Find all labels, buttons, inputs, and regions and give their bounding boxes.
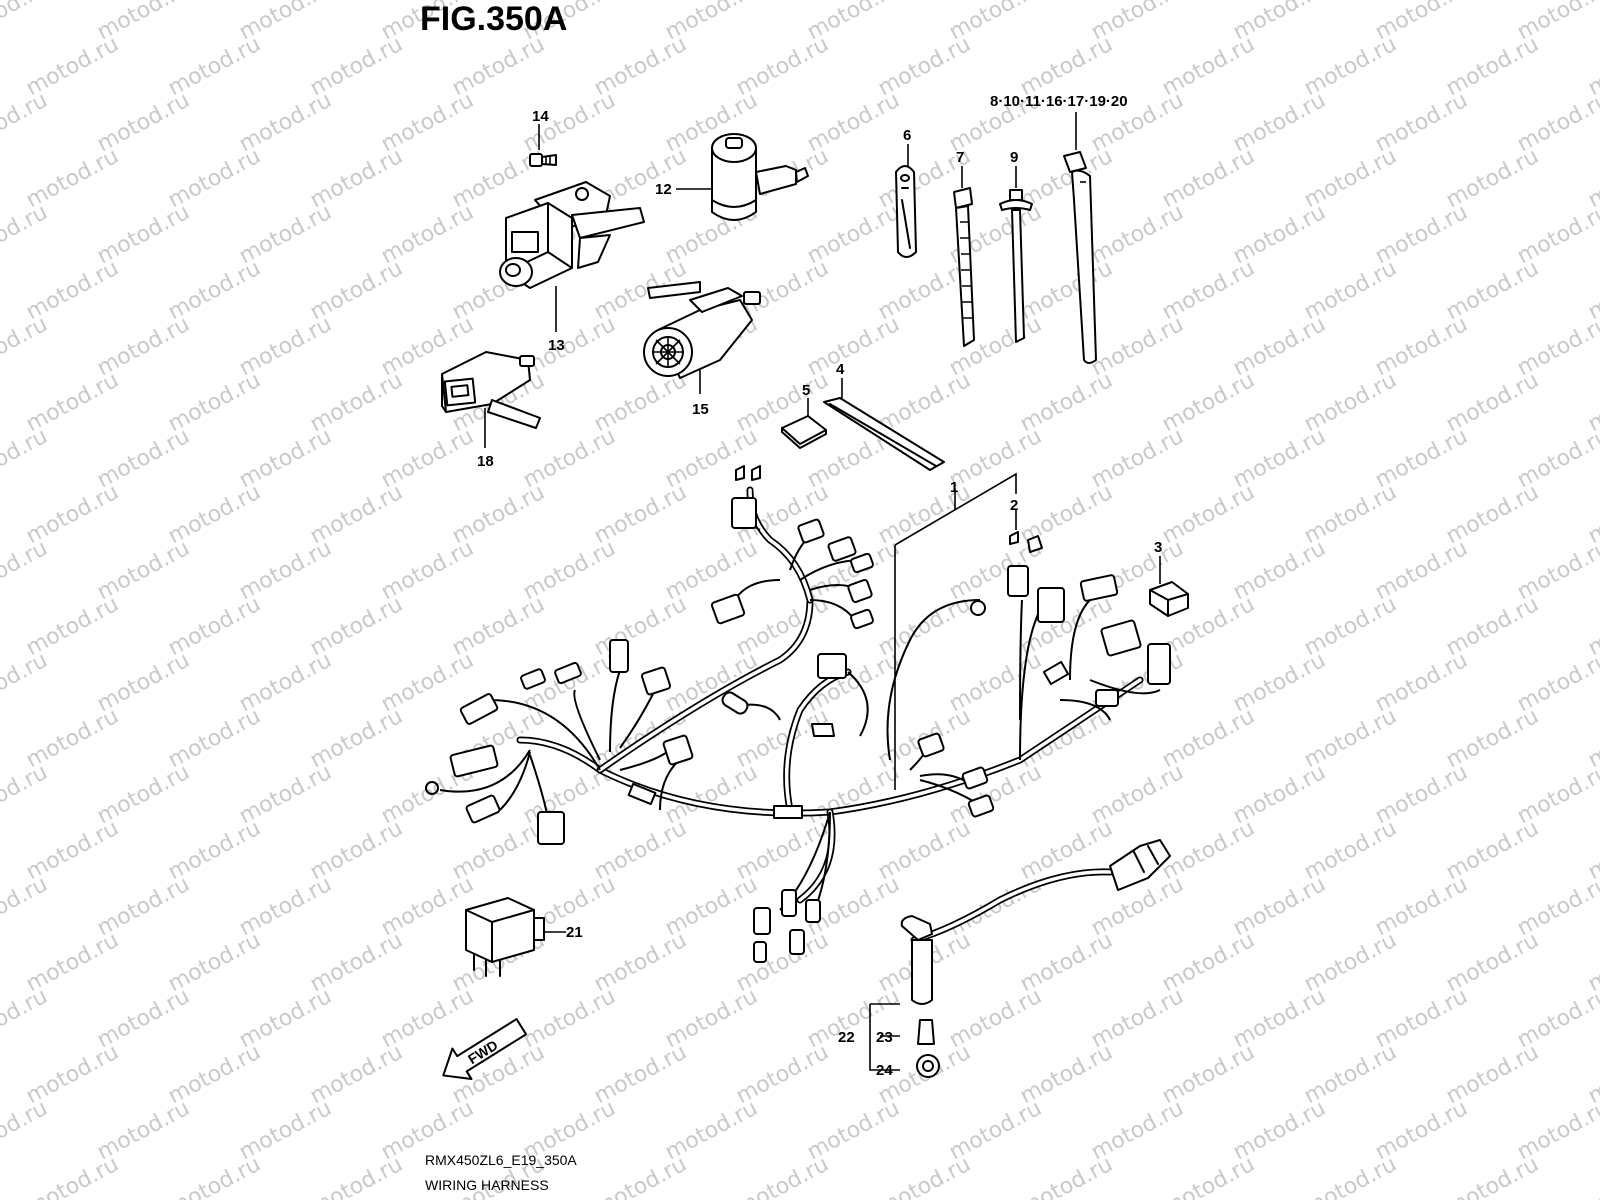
callout-3: 3 (1154, 539, 1162, 556)
watermark-text: motod.ru (874, 1152, 975, 1200)
callout-24: 24 (876, 1062, 893, 1079)
cable-tie-icon (953, 187, 975, 347)
watermark-text: motod.ru (0, 88, 52, 157)
watermark-text: motod.ru (0, 984, 52, 1053)
relay-icon (465, 897, 545, 977)
clamp-icon (895, 165, 917, 258)
watermark-text: motod.ru (0, 312, 52, 381)
cylinder-part (711, 133, 809, 221)
main-harness (439, 486, 1161, 921)
watermark-text: motod.ru (0, 536, 52, 605)
watermark-text: motod.ru (0, 0, 52, 45)
figure-title: FIG.350A (420, 0, 567, 38)
watermark-text: motod.ru (0, 424, 52, 493)
watermark-text: motod.ru (590, 1152, 691, 1200)
callout-22: 22 (838, 1029, 855, 1046)
callout-14: 14 (532, 108, 549, 125)
figure-code: RMX450ZL6_E19_350A (425, 1152, 577, 1168)
callout-7: 7 (956, 149, 964, 166)
watermark-text: motod.ru (1584, 1152, 1600, 1200)
watermark-text: motod.ru (1158, 1152, 1259, 1200)
watermark-text: motod.ru (0, 1096, 52, 1165)
kill-switch-18 (441, 351, 541, 429)
callout-23: 23 (876, 1029, 893, 1046)
watermark-text: motod.ru (0, 200, 52, 269)
harness-connectors (425, 465, 1171, 963)
watermark-text: motod.ru (732, 1152, 833, 1200)
callout-2: 2 (1010, 497, 1018, 514)
callout-group-ties: 8·10·11·16·17·19·20 (990, 93, 1128, 110)
connector-3 (1149, 581, 1189, 617)
bolt-icon (529, 153, 557, 167)
watermark-text: motod.ru (164, 1152, 265, 1200)
watermark-text: motod.ru (1016, 1152, 1117, 1200)
callout-21: 21 (566, 924, 583, 941)
callout-18: 18 (477, 453, 494, 470)
watermark-text: motod.ru (1300, 1152, 1401, 1200)
watermark-text: motod.ru (22, 1152, 123, 1200)
watermark-text: motod.ru (0, 760, 52, 829)
figure-name: WIRING HARNESS (425, 1177, 549, 1193)
watermark-text: motod.ru (0, 872, 52, 941)
callout-6: 6 (903, 127, 911, 144)
callout-13: 13 (548, 337, 565, 354)
callout-12: 12 (655, 181, 672, 198)
push-tie-9 (999, 189, 1033, 343)
switch-icon (499, 181, 645, 289)
watermark-text: motod.ru (306, 1152, 407, 1200)
watermark-text: motod.ru (0, 648, 52, 717)
handlebar-switch-15 (643, 281, 761, 379)
callout-4: 4 (836, 361, 845, 378)
callout-15: 15 (692, 401, 709, 418)
long-cable-tie (1063, 151, 1097, 364)
pad-5 (781, 415, 827, 449)
callout-1: 1 (950, 479, 958, 496)
spark-lead-assembly (900, 839, 1171, 1078)
callout-9: 9 (1010, 149, 1018, 166)
watermark-text: motod.ru (1442, 1152, 1543, 1200)
tape-strip-4 (823, 397, 945, 471)
callout-5: 5 (802, 382, 810, 399)
